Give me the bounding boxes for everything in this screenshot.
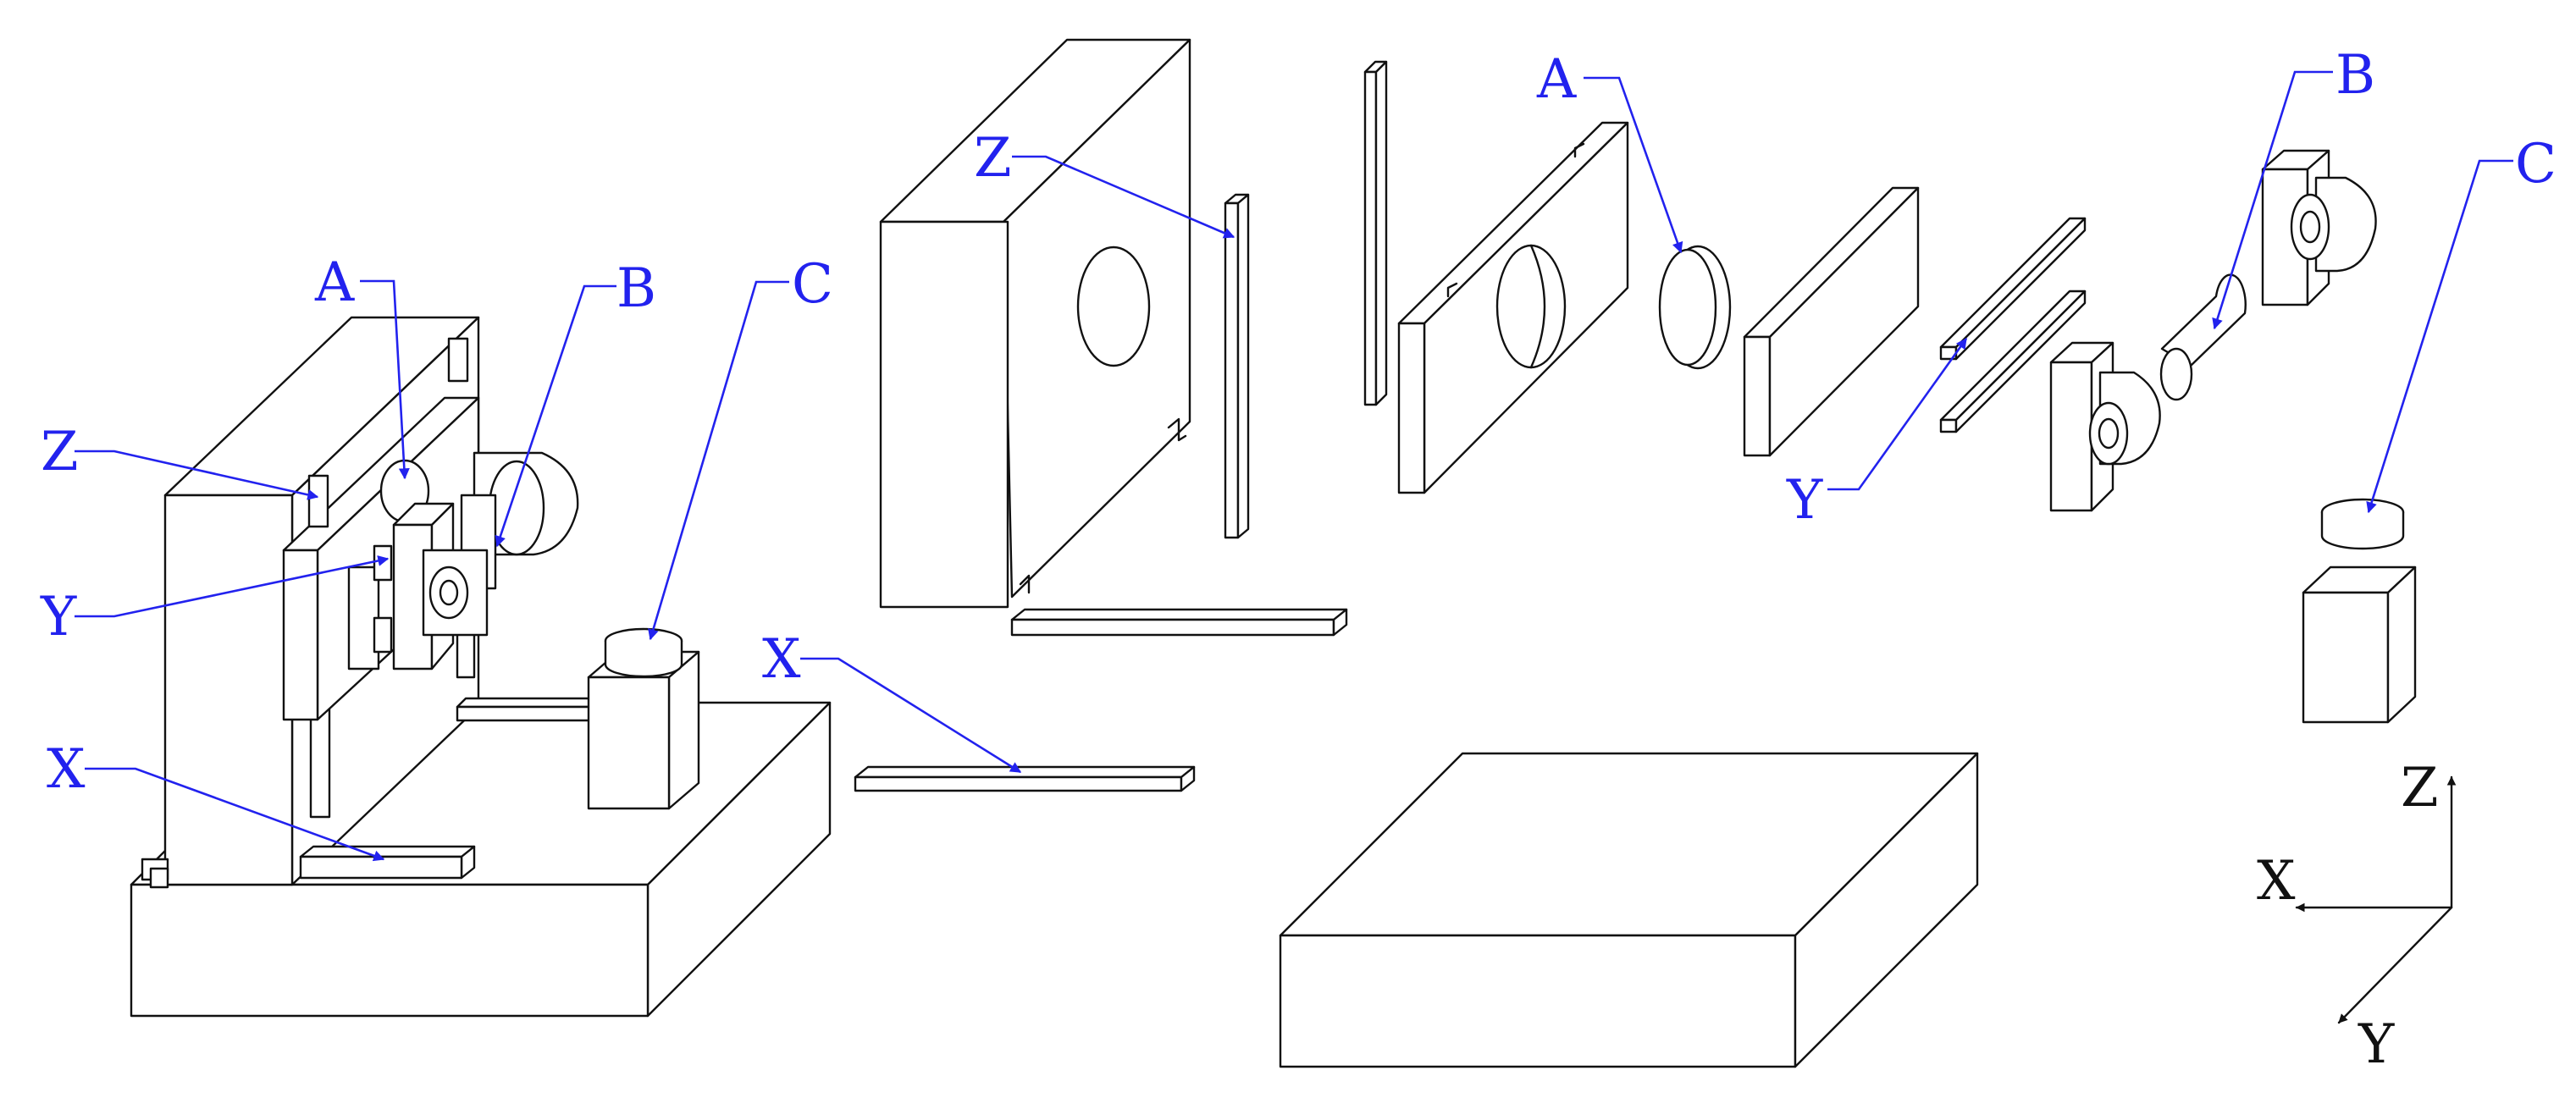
label-exploded-a: A	[1536, 48, 1577, 111]
assembly-tool-head-c	[587, 627, 700, 810]
axis-label-y: Y	[2358, 1013, 2395, 1076]
exploded-base-block	[1279, 752, 1979, 1068]
label-assembly-y: Y	[40, 586, 77, 648]
exploded-y-rails	[1939, 217, 2087, 433]
exploded-x-rail-upper	[1010, 608, 1348, 637]
exploded-leaders: Z X A Y B C	[762, 44, 2557, 774]
label-assembly-a: A	[314, 251, 355, 314]
label-exploded-y: Y	[1786, 469, 1823, 532]
assembly-clamp-block	[422, 549, 489, 637]
exploded-cylinder-b	[2159, 273, 2247, 401]
exploded-slim-bar	[1363, 60, 1388, 406]
exploded-tool-head-c	[2302, 498, 2417, 724]
assembly-y-guides	[456, 697, 611, 722]
exploded-thick-plate	[1743, 186, 1920, 457]
axis-label-x: X	[2257, 850, 2296, 913]
label-exploded-c: C	[2515, 133, 2557, 196]
label-exploded-x: X	[762, 628, 801, 691]
label-assembly-b: B	[616, 257, 656, 320]
exploded-z-rail	[1224, 193, 1250, 539]
label-assembly-c: C	[792, 253, 833, 316]
label-exploded-z: Z	[974, 127, 1011, 190]
label-assembly-z: Z	[41, 421, 78, 483]
exploded-x-rail-lower	[854, 765, 1196, 792]
exploded-clamp-upper	[2261, 149, 2377, 306]
assembled-mechanism	[130, 316, 832, 1018]
axis-label-z: Z	[2401, 757, 2438, 819]
label-assembly-x: X	[47, 738, 86, 801]
assembly-cylinder-b	[460, 451, 579, 590]
axis-triad: Z X Y	[2257, 757, 2457, 1076]
exploded-clamp-lower	[2049, 341, 2161, 512]
exploded-column	[879, 38, 1191, 609]
exploded-slide-plate	[1397, 121, 1629, 494]
assembly-leaders: Z Y X A B C	[40, 251, 833, 862]
exploded-lens-a	[1658, 245, 1732, 370]
label-exploded-b: B	[2336, 44, 2375, 107]
